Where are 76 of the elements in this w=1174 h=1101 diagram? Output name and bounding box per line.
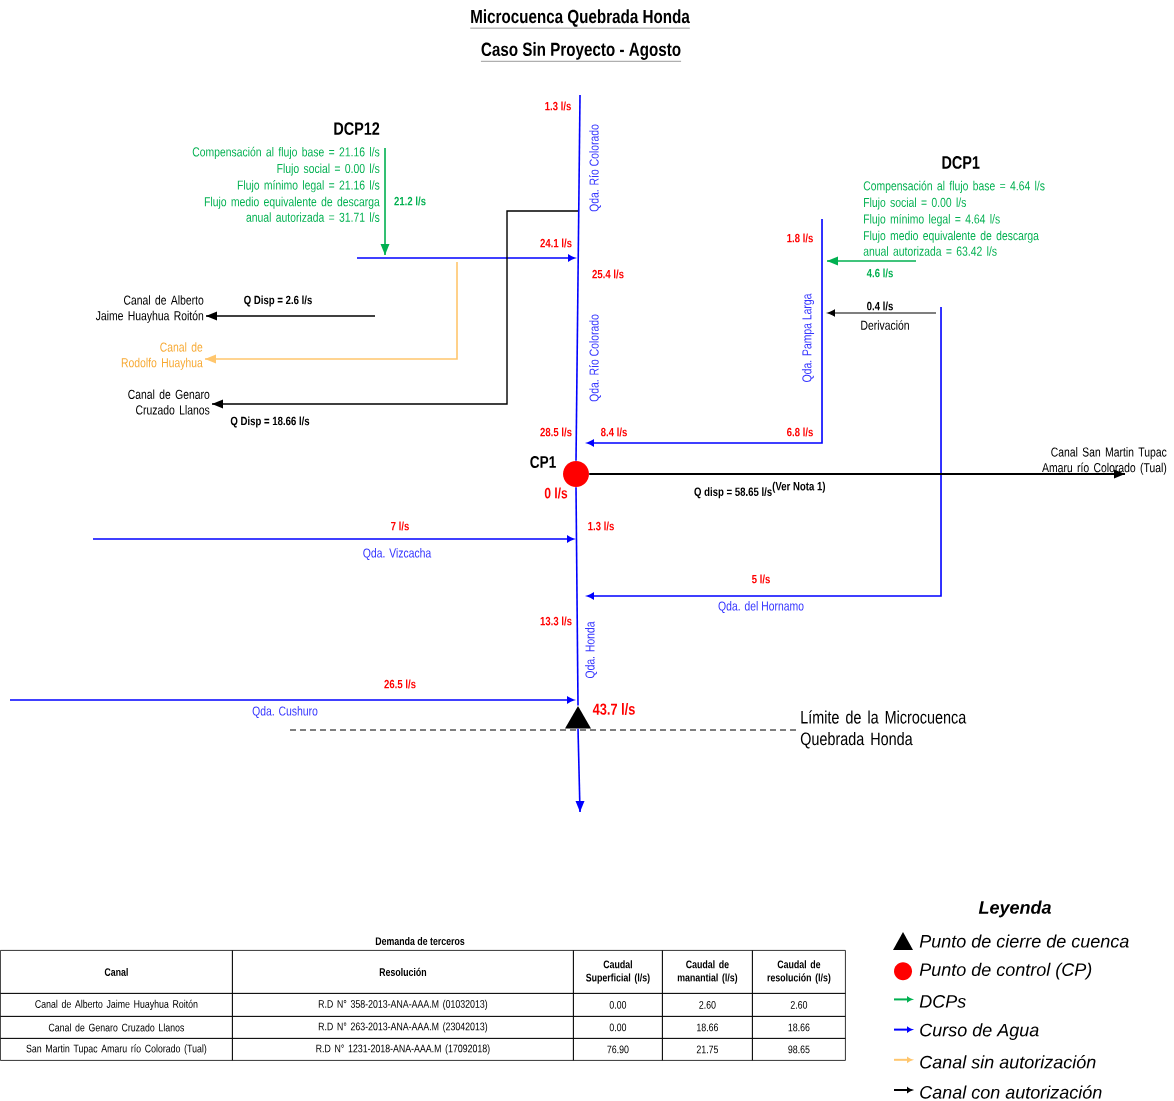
flow-label: 5 l/s xyxy=(751,574,770,584)
flow-label: 1.8 l/s xyxy=(787,233,813,243)
table-cell: R.D N° 1231-2018-ANA-AAA.M (17092018) xyxy=(232,1038,574,1061)
table-header: Caudal de manantial (l/s) xyxy=(662,950,753,994)
table-cell: Canal de Genaro Cruzado Llanos xyxy=(0,1016,233,1039)
table-cell: 2.60 xyxy=(662,993,753,1017)
table-title: Demanda de terceros xyxy=(375,937,465,946)
legend-text: Canal sin autorización xyxy=(920,1055,1096,1069)
table-cell: R.D N° 358-2013-ANA-AAA.M (01032013) xyxy=(232,993,574,1017)
flow-label: 8.4 l/s xyxy=(600,427,627,437)
flow-label: 13.3 l/s xyxy=(540,616,572,626)
boundary-label: Límite de la Microcuenca Quebrada Honda xyxy=(800,710,967,749)
stream-name: Qda. Honda xyxy=(585,621,597,679)
flow-label: 43.7 l/s xyxy=(592,703,635,715)
table-header: Caudal Superficial (l/s) xyxy=(573,950,663,994)
legend-text: DCPs xyxy=(919,995,966,1008)
discharge-note: DCP1 Compensación al flujo base = 4.64 l/s Flujo social = 0.00 l/s Flujo mínimo legal = 4.64 l/s Flujo medio equivalente de descarga anual autorizada = 63.42 l/s xyxy=(863,156,1045,256)
legend-title: Leyenda xyxy=(978,900,1051,918)
closure-point-triangle xyxy=(565,706,591,729)
edge-label: Q Disp = 18.66 l/s xyxy=(229,415,311,429)
arrow xyxy=(380,147,390,256)
canal-label: Canal de Rodolfo Huayhua xyxy=(121,342,203,370)
table-cell: R.D N° 263-2013-ANA-AAA.M (23042013) xyxy=(232,1016,574,1039)
legend-text: Punto de control (CP) xyxy=(919,962,1092,980)
canal-label: Canal San Martin Tupac Amaru río Colorado (Tual) xyxy=(1042,447,1167,475)
table-cell: 0.00 xyxy=(573,993,663,1017)
river-line xyxy=(575,727,585,813)
table-cell: 76.90 xyxy=(573,1038,663,1061)
canal-label: Canal de Genaro Cruzado Llanos xyxy=(128,389,210,415)
title: Microcuenca Quebrada Honda xyxy=(470,9,690,29)
flow-label: 6.8 l/s xyxy=(787,427,813,437)
table-cell: 2.60 xyxy=(752,993,846,1017)
edge-label: 4.6 l/s xyxy=(865,267,895,279)
flow-label: 1.3 l/s xyxy=(588,521,614,531)
edge-label: 21.2 l/s xyxy=(393,195,427,207)
flow-label: 28.5 l/s xyxy=(540,427,572,437)
canal-label: Canal de Alberto Jaime Huayhua Roitón xyxy=(95,295,204,323)
flow-label: 24.1 l/s xyxy=(540,238,572,248)
flow-label: 26.5 l/s xyxy=(384,679,416,689)
table-header: Canal xyxy=(0,950,233,994)
river-line xyxy=(575,486,579,707)
table-cell: 21.75 xyxy=(662,1038,753,1061)
table-header: Caudal de resolución (l/s) xyxy=(752,950,846,994)
table-cell: 98.65 xyxy=(752,1038,846,1061)
edge-label: Q Disp = 2.6 l/s xyxy=(242,294,314,308)
arrow xyxy=(589,469,1125,479)
table-cell: Canal de Alberto Jaime Huayhua Roitón xyxy=(0,993,233,1017)
stream-name: Qda. Río Colorado xyxy=(589,314,602,402)
stream-name: Qda. Pampa Larga xyxy=(801,293,815,382)
flow-label: 0 l/s xyxy=(544,487,568,499)
legend-text: Curso de Agua xyxy=(920,1023,1039,1040)
edge-label: 1.3 l/s xyxy=(543,100,573,112)
table-cell: 18.66 xyxy=(662,1016,753,1039)
stream-name: Qda. Cushuro xyxy=(252,706,318,718)
table-cell: 18.66 xyxy=(752,1016,846,1039)
arrow xyxy=(205,311,376,321)
stream-name: Qda. Vizcacha xyxy=(363,548,432,560)
flow-label: 0.4 l/s xyxy=(867,301,893,311)
arrow xyxy=(826,256,917,266)
river-line xyxy=(575,94,581,462)
point-label: CP1 xyxy=(530,456,556,469)
canal-name: Derivación xyxy=(861,320,909,330)
flow-label: 25.4 l/s xyxy=(592,269,624,279)
stream-name: Qda. del Hornamo xyxy=(718,601,804,613)
table-header: Resolución xyxy=(232,950,574,994)
legend-text: Canal con autorización xyxy=(920,1085,1102,1099)
edge-label: $\textbf{Q disp = 58.65 l/s}^{\textbf{(Ver Nota 1)}}$ xyxy=(693,480,827,500)
discharge-note: DCP12 Compensación al flujo base = 21.16 l/s Flujo social = 0.00 l/s Flujo mínimo legal = 21.16 l/s Flujo medio equivalente de descarga anual autorizada = 31.71 l/s xyxy=(192,122,380,222)
subtitle: Caso Sin Proyecto - Agosto xyxy=(480,42,682,62)
arrow xyxy=(204,261,458,364)
legend-text: Punto de cierre de cuenca xyxy=(919,934,1129,948)
table-cell: 0.00 xyxy=(573,1016,663,1039)
arrow xyxy=(211,210,579,409)
flow-label: 7 l/s xyxy=(391,521,409,531)
stream-name: Qda. Río Colorado xyxy=(589,124,602,212)
table-cell: San Martin Tupac Amaru río Colorado (Tual) xyxy=(0,1038,233,1061)
